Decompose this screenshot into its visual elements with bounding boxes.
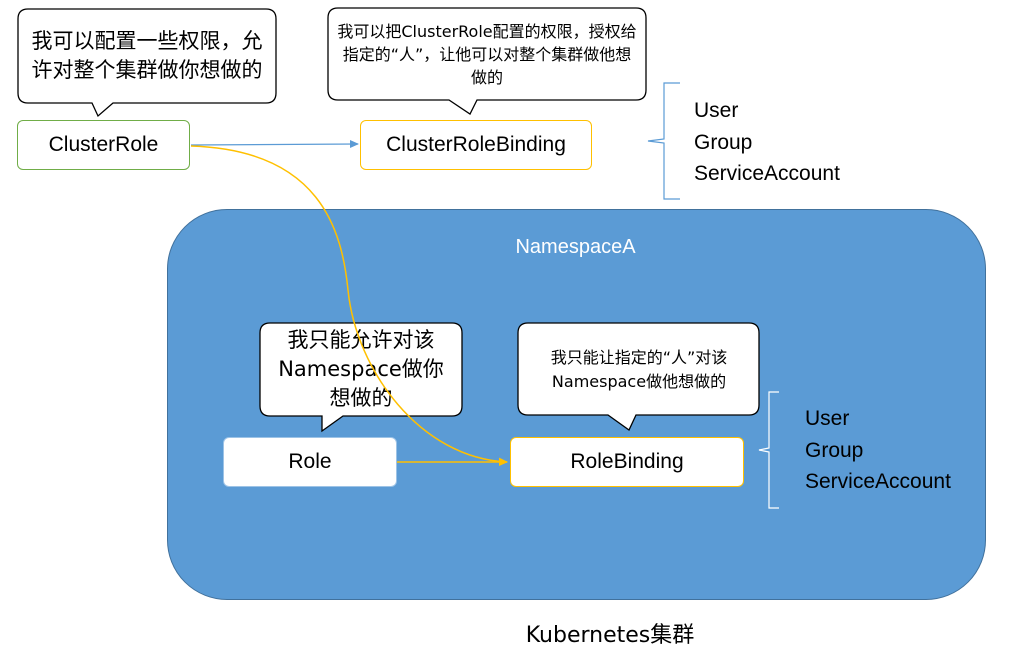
cluster-subject-user: User <box>694 99 739 122</box>
ns-subjects-brace <box>758 391 779 509</box>
ns-subject-user: User <box>805 407 850 430</box>
ns-subject-group: Group <box>805 438 864 462</box>
clusterrole-to-rolebinding-arrow <box>190 145 508 466</box>
clusterrole-bubble-text: 我可以配置一些权限，允许对整个集群做你想做的 <box>31 29 263 82</box>
ns-subjects-list: User Group ServiceAccount <box>805 403 951 498</box>
rolebinding-bubble-shape <box>517 322 760 431</box>
namespace-title: NamespaceA <box>515 236 636 258</box>
cluster-subjects-list: User Group ServiceAccount <box>694 95 840 190</box>
clusterrole-to-binding-arrow <box>190 140 359 149</box>
cluster-subjects-brace <box>647 82 680 200</box>
cluster-subject-group: Group <box>694 130 753 154</box>
role-node[interactable]: Role <box>223 437 397 487</box>
rolebinding-bubble-text: 我只能让指定的“人”对该Namespace做他想做的 <box>550 347 728 391</box>
role-bubble-shape <box>259 322 463 433</box>
clusterrolebinding-bubble-shape <box>327 7 647 115</box>
ns-subject-serviceaccount: ServiceAccount <box>805 470 951 493</box>
cluster-subject-serviceaccount: ServiceAccount <box>694 162 840 185</box>
role-bubble-text: 我只能允许对该Namespace做你想做的 <box>278 328 444 410</box>
clusterrole-node[interactable]: ClusterRole <box>17 120 190 170</box>
clusterrolebinding-bubble-text: 我可以把ClusterRole配置的权限，授权给指定的“人”，让他可以对整个集群… <box>337 21 637 87</box>
clusterrolebinding-node[interactable]: ClusterRoleBinding <box>360 120 592 170</box>
rolebinding-node[interactable]: RoleBinding <box>510 437 744 487</box>
clusterrole-bubble-shape <box>17 8 277 118</box>
cluster-caption: Kubernetes集群 <box>525 623 695 648</box>
